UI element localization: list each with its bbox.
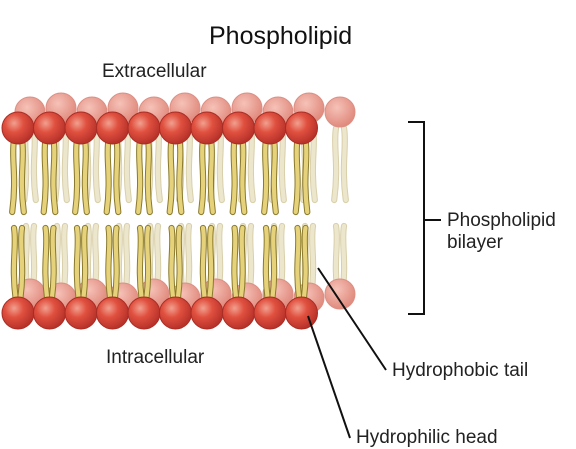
front-upper-head-1 [33,111,66,145]
front-upper-9-tail [293,137,300,215]
back-upper-2-tail [93,125,100,203]
front-lower-7-tail [232,225,239,303]
back-upper-3-tail [124,125,131,203]
front-upper-head-6 [190,111,224,145]
front-lower-head-6 [190,296,224,330]
front-lower-9-tail [295,225,302,303]
front-upper-2-tail [82,137,89,215]
bilayer-label-line2: bilayer [447,231,503,253]
front-upper-5-tail [167,137,174,215]
front-lower-9-tail [301,225,308,303]
front-lower-5-tail [175,225,182,303]
front-upper-head-5 [159,111,192,145]
page-title: Phospholipid [209,22,353,50]
front-lower-8-tail [270,225,277,303]
front-lower-2-tail [74,225,81,303]
back-upper-5-tail [186,125,193,203]
front-lower-6-tail [200,225,207,303]
front-upper-7-tail [240,137,247,215]
head-pointer-line [307,315,351,439]
front-upper-head-2 [64,111,98,145]
front-upper-9-tail [303,137,310,215]
front-lower-head-7 [222,296,255,330]
hydrophilic-head-label: Hydrophilic head [356,427,498,448]
front-lower-head-2 [64,296,98,330]
front-lower-8-tail [263,225,270,303]
front-lower-head-9 [285,296,318,330]
front-upper-1-tail [51,137,58,215]
back-upper-7-tail [248,125,255,203]
front-lower-2-tail [81,225,88,303]
front-lower-4-tail [137,225,144,303]
bilayer-bracket [408,121,425,315]
front-upper-3-tail [104,137,111,215]
back-upper-4-tail [155,125,162,203]
front-upper-head-0 [1,111,35,145]
back-upper-head-10 [324,96,356,128]
tail-pointer-line [317,267,387,371]
front-lower-4-tail [144,225,151,303]
front-upper-8-tail [271,137,278,215]
bilayer-label: Phospholipid bilayer [447,210,556,254]
front-upper-0-tail [19,137,26,215]
back-upper-0-tail [31,125,38,203]
front-lower-head-4 [127,296,161,330]
front-upper-head-4 [127,111,161,145]
front-row-phospholipids [1,111,318,330]
front-lower-3-tail [106,225,113,303]
back-upper-1-tail [62,125,69,203]
extracellular-label: Extracellular [102,61,207,82]
front-upper-4-tail [145,137,152,215]
front-lower-3-tail [112,225,119,303]
front-upper-head-8 [253,111,287,145]
front-upper-1-tail [41,137,48,215]
front-lower-head-1 [33,296,66,330]
back-lower-head-10 [324,278,356,310]
back-upper-10-tail [341,125,348,203]
front-upper-2-tail [73,137,80,215]
front-upper-head-9 [285,111,318,145]
front-lower-head-0 [1,296,35,330]
front-lower-0-tail [18,225,25,303]
front-lower-7-tail [238,225,245,303]
front-lower-0-tail [11,225,18,303]
front-lower-1-tail [49,225,56,303]
front-lower-5-tail [169,225,176,303]
back-upper-10-tail [332,125,339,203]
front-upper-4-tail [136,137,143,215]
front-upper-6-tail [208,137,215,215]
front-lower-6-tail [207,225,214,303]
hydrophobic-tail-label: Hydrophobic tail [392,360,529,381]
back-upper-6-tail [217,125,224,203]
front-upper-6-tail [199,137,206,215]
intracellular-label: Intracellular [106,347,205,368]
front-lower-head-3 [96,296,129,330]
bilayer-label-line1: Phospholipid [447,210,556,231]
front-upper-8-tail [262,137,269,215]
front-upper-0-tail [10,137,17,215]
front-upper-7-tail [230,137,237,215]
front-lower-head-5 [159,296,192,330]
front-lower-1-tail [43,225,50,303]
front-upper-3-tail [114,137,121,215]
front-lower-head-8 [253,296,287,330]
front-upper-head-7 [222,111,255,145]
front-upper-head-3 [96,111,129,145]
front-upper-5-tail [177,137,184,215]
